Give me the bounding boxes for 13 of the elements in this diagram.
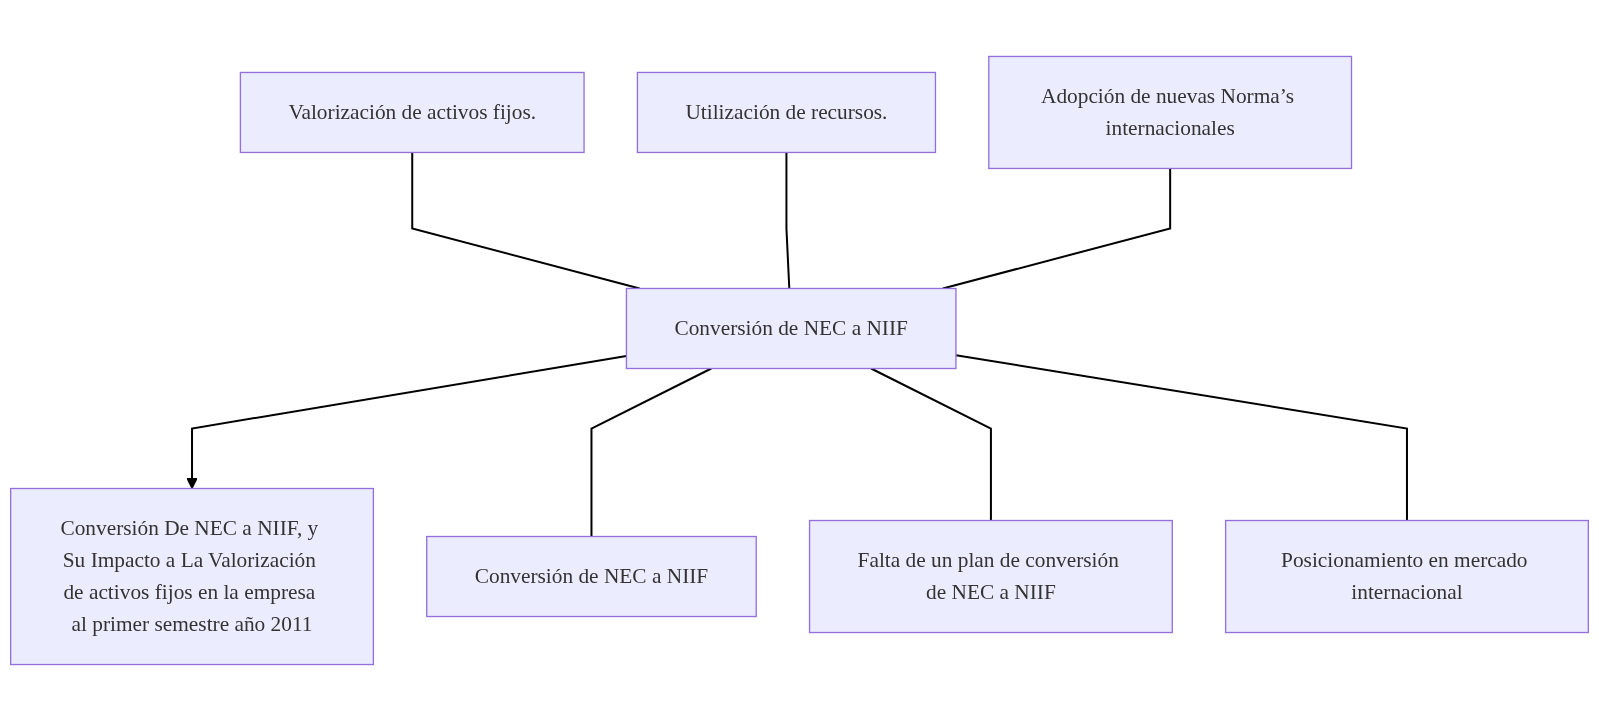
node-box: Conversión de NEC a NIIF xyxy=(426,535,757,618)
connector xyxy=(785,151,791,290)
node-box: Conversión de NEC a NIIF xyxy=(625,287,957,370)
connector xyxy=(590,367,713,538)
node-box: Falta de un plan de conversión de NEC a NIIF xyxy=(808,519,1173,634)
connector xyxy=(411,151,641,290)
node-box: Adopción de nuevas Norma’s internacionales xyxy=(988,55,1353,170)
connector xyxy=(870,367,992,522)
node-box: Conversión De NEC a NIIF, y Su Impacto a La Valorización de activos fijos en la empresa al primer semestre año 2011 xyxy=(10,487,375,666)
node-box: Valorización de activos fijos. xyxy=(239,71,585,154)
node-box: Utilización de recursos. xyxy=(636,71,937,154)
connector xyxy=(941,167,1172,290)
node-box: Posicionamiento en mercado internacional xyxy=(1224,519,1589,634)
